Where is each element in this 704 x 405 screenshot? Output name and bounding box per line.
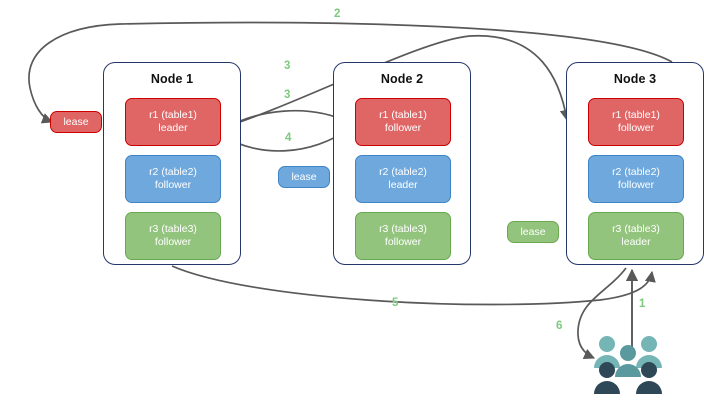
replica-line1: r2 (table2) <box>149 166 197 178</box>
node-title: Node 1 <box>150 72 194 86</box>
edge-5-path <box>171 265 656 306</box>
replica-line1: r3 (table3) <box>379 223 427 235</box>
users-back-row <box>594 336 662 368</box>
edge-label-3b: 3 <box>284 89 291 101</box>
replica-line1: r1 (table1) <box>612 109 660 121</box>
node-box-node-2: Node 2 r1 (table1) follower r2 (table2) … <box>333 62 471 265</box>
users-front-row <box>594 362 662 394</box>
replica-line2: leader <box>621 236 651 248</box>
replica-line1: r1 (table1) <box>379 109 427 121</box>
replica-line2: follower <box>617 179 655 191</box>
replica-node3-r2: r2 (table2) follower <box>588 155 684 203</box>
lease-chip-blue: lease <box>278 166 330 188</box>
edge-label-1: 1 <box>639 298 646 310</box>
replica-node2-r3: r3 (table3) follower <box>355 212 451 260</box>
replica-line2: follower <box>154 179 192 191</box>
replica-line2: leader <box>158 122 188 134</box>
replica-line2: leader <box>388 179 418 191</box>
replica-line1: r3 (table3) <box>612 223 660 235</box>
replica-line1: r3 (table3) <box>149 223 197 235</box>
edge-3-node3-path <box>218 35 571 130</box>
replica-node3-r1: r1 (table1) follower <box>588 98 684 146</box>
edge-label-4: 4 <box>285 132 292 144</box>
lease-label: lease <box>63 116 89 128</box>
lease-label: lease <box>520 226 546 238</box>
node-box-node-1: Node 1 r1 (table1) leader r2 (table2) fo… <box>103 62 241 265</box>
edge-2-path <box>28 21 673 124</box>
lease-label: lease <box>291 171 317 183</box>
node-title: Node 2 <box>380 72 424 86</box>
replica-line1: r1 (table1) <box>149 109 197 121</box>
edge-label-2: 2 <box>334 8 341 20</box>
lease-chip-green: lease <box>507 221 559 243</box>
edge-label-5: 5 <box>392 297 399 309</box>
replica-node1-r3: r3 (table3) follower <box>125 212 221 260</box>
replica-node2-r1: r1 (table1) follower <box>355 98 451 146</box>
users-icon <box>592 334 664 396</box>
replica-line2: follower <box>384 236 422 248</box>
edge-label-3a: 3 <box>284 60 291 72</box>
replica-node1-r1: r1 (table1) leader <box>125 98 221 146</box>
replica-line2: follower <box>617 122 655 134</box>
users-middle-person <box>615 345 641 377</box>
edge-6-path <box>577 267 627 360</box>
replica-line2: follower <box>154 236 192 248</box>
replica-node1-r2: r2 (table2) follower <box>125 155 221 203</box>
node-title: Node 3 <box>613 72 657 86</box>
replica-node3-r3: r3 (table3) leader <box>588 212 684 260</box>
replica-node2-r2: r2 (table2) leader <box>355 155 451 203</box>
node-box-node-3: Node 3 r1 (table1) follower r2 (table2) … <box>566 62 704 265</box>
lease-chip-red: lease <box>50 111 102 133</box>
replica-line2: follower <box>384 122 422 134</box>
replica-line1: r2 (table2) <box>612 166 660 178</box>
edge-label-6: 6 <box>556 320 563 332</box>
replica-line1: r2 (table2) <box>379 166 427 178</box>
